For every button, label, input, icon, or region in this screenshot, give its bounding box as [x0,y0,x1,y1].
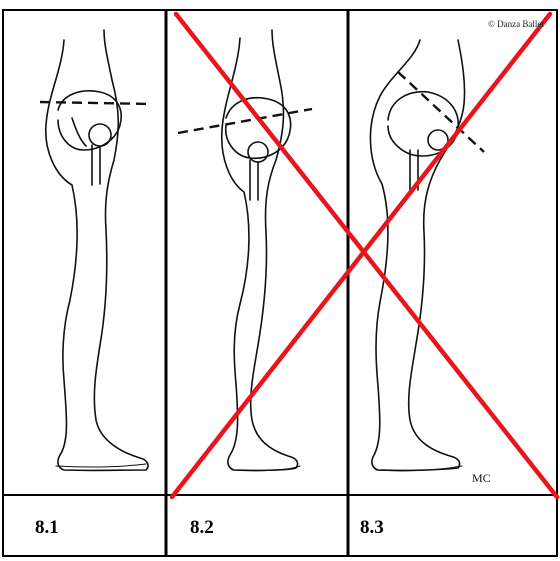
artist-initials: MC [472,471,491,485]
leg-drawing-8-3 [370,40,464,471]
panel-dividers [166,10,348,556]
leg-drawing-8-2 [222,30,300,471]
pelvis-line-8-2 [178,109,312,133]
panel-label-8-2: 8.2 [190,517,214,539]
panel-label-8-1: 8.1 [35,517,59,539]
leg-drawing-8-1 [46,30,148,470]
pelvis-line-8-1 [40,102,152,104]
copyright-credit: © Danza Ballet [488,19,544,29]
panel-label-8-3: 8.3 [360,517,384,539]
